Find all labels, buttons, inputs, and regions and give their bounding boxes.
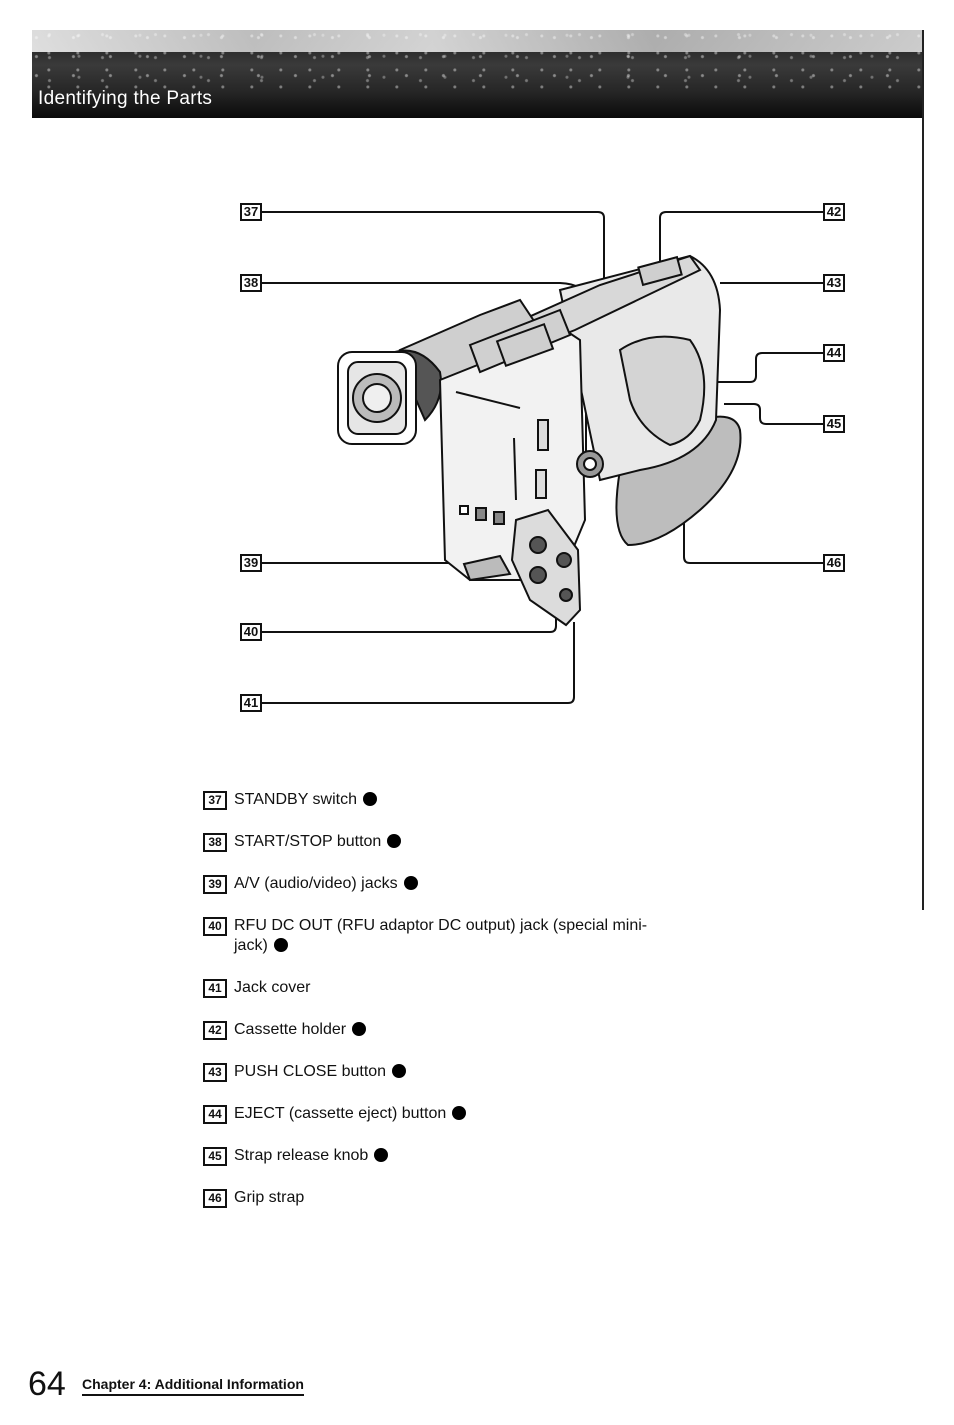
part-label: Grip strap: [234, 1189, 305, 1206]
part-label: PUSH CLOSE button: [234, 1063, 387, 1080]
part-number-badge: 38: [203, 833, 227, 852]
callout-43: 43: [823, 274, 845, 292]
header-speckle: [32, 30, 922, 90]
page-section-title: Identifying the Parts: [38, 88, 213, 109]
leader-line-37: [262, 211, 605, 470]
callout-45: 45: [823, 415, 845, 433]
camcorder-diagram: [262, 211, 823, 704]
bullet-dot-icon: [452, 1106, 467, 1120]
part-label: A/V (audio/video) jacks: [234, 875, 398, 892]
part-number-badge: 42: [203, 1021, 227, 1040]
list-item: 45 Strap release knob: [203, 1146, 723, 1166]
part-number-badge: 46: [203, 1189, 227, 1208]
list-item: 44 EJECT (cassette eject) button: [203, 1104, 723, 1124]
bullet-dot-icon: [387, 834, 402, 848]
callout-37: 37: [240, 203, 262, 221]
list-item: 41 Jack cover: [203, 978, 723, 998]
part-label: Jack cover: [234, 979, 311, 996]
part-number-badge: 37: [203, 791, 227, 810]
part-label: STANDBY switch: [234, 791, 357, 808]
page-number: 64: [28, 1365, 66, 1403]
part-number-badge: 39: [203, 875, 227, 894]
callout-44: 44: [823, 344, 845, 362]
list-item: 40 RFU DC OUT (RFU adaptor DC output) ja…: [203, 916, 664, 956]
part-number-badge: 40: [203, 917, 227, 936]
leader-line-44: [716, 352, 823, 383]
leader-line-41: [262, 622, 575, 704]
header-texture: [32, 30, 922, 52]
leader-line-46: [683, 484, 823, 564]
parts-list: 37 STANDBY switch 38 START/STOP button 3…: [203, 790, 723, 1208]
part-number-badge: 41: [203, 979, 227, 998]
leader-line-40: [262, 600, 557, 633]
bullet-dot-icon: [392, 1064, 407, 1078]
list-item: 37 STANDBY switch: [203, 790, 723, 810]
list-item: 42 Cassette holder: [203, 1020, 723, 1040]
leader-line-45: [724, 403, 823, 425]
callout-38: 38: [240, 274, 262, 292]
bullet-dot-icon: [374, 1148, 389, 1162]
list-item: 46 Grip strap: [203, 1188, 723, 1208]
list-item: 43 PUSH CLOSE button: [203, 1062, 723, 1082]
callout-46: 46: [823, 554, 845, 572]
part-label: EJECT (cassette eject) button: [234, 1105, 447, 1122]
part-number-badge: 44: [203, 1105, 227, 1124]
callout-41: 41: [240, 694, 262, 712]
list-item: 39 A/V (audio/video) jacks: [203, 874, 723, 894]
bullet-dot-icon: [403, 876, 418, 890]
bullet-dot-icon: [273, 938, 288, 952]
part-label: RFU DC OUT (RFU adaptor DC output) jack …: [234, 917, 648, 954]
part-number-badge: 43: [203, 1063, 227, 1082]
header-banner: [32, 30, 922, 118]
chapter-footer: Chapter 4: Additional Information: [82, 1376, 304, 1396]
bullet-dot-icon: [352, 1022, 367, 1036]
leader-line-42: [659, 211, 823, 396]
part-number-badge: 45: [203, 1147, 227, 1166]
callout-40: 40: [240, 623, 262, 641]
camcorder-illustration: [337, 254, 742, 627]
part-label: START/STOP button: [234, 833, 382, 850]
page-edge-rule: [922, 30, 924, 910]
bullet-dot-icon: [363, 792, 377, 806]
part-label: Strap release knob: [234, 1147, 369, 1164]
part-label: Cassette holder: [234, 1021, 347, 1038]
list-item: 38 START/STOP button: [203, 832, 723, 852]
callout-42: 42: [823, 203, 845, 221]
callout-39: 39: [240, 554, 262, 572]
